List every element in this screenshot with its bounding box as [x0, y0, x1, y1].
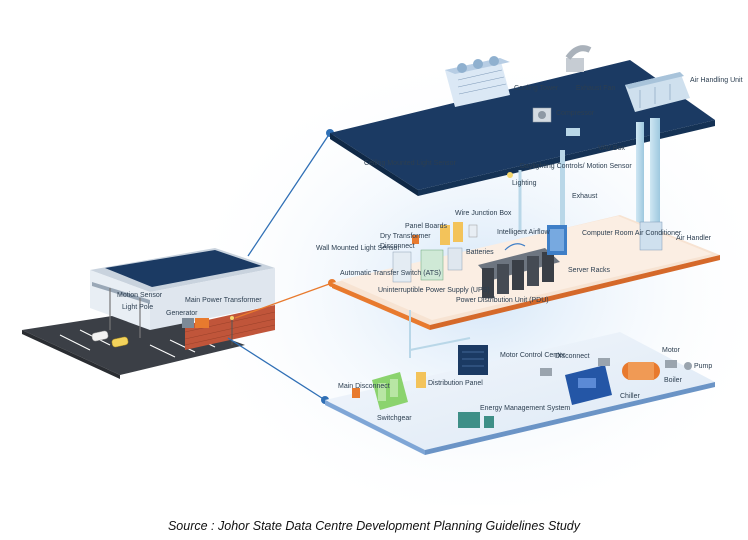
- middle-level: Ceiling Mounted Light Sensor Daylighting…: [316, 145, 720, 330]
- distribution-panel-icon: [416, 372, 426, 388]
- label-ceiling-light-sensor: Ceiling Mounted Light Sensor: [364, 160, 457, 167]
- exhaust-fan-icon: [565, 45, 592, 72]
- main-disconnect-icon: [352, 388, 360, 398]
- label-ems: Energy Management System: [480, 405, 570, 412]
- light-pole-icon: [230, 316, 234, 320]
- label-switchgear: Switchgear: [377, 415, 412, 422]
- ups-cabinet-icon: [392, 249, 444, 283]
- label-main-power-transformer: Main Power Transformer: [185, 297, 262, 304]
- transformer-icon: [182, 318, 194, 328]
- motor-icon: [598, 358, 610, 366]
- server-racks-icon: [478, 248, 560, 298]
- airflow-arrow-icon: [504, 243, 526, 251]
- label-motor: Motor: [662, 347, 681, 354]
- roof-deck: [330, 60, 715, 190]
- label-cooling-tower: Cooling Tower: [514, 85, 559, 92]
- label-disconnect-bottom: Disconnect: [555, 353, 590, 360]
- label-motor-control-center: Motor Control Center: [500, 352, 566, 359]
- car-icon: [111, 336, 129, 348]
- label-daylighting: Daylighting Controls/ Motion Sensor: [520, 163, 632, 170]
- label-vav-box: VAV Box: [598, 145, 625, 152]
- label-wall-light-sensor: Wall Mounted Light Sensor: [316, 245, 400, 252]
- label-pump: Pump: [694, 363, 712, 370]
- boiler-icon: [622, 362, 660, 380]
- label-ups: Uninterruptible Power Supply (UPS): [378, 287, 490, 294]
- label-boiler: Boiler: [664, 377, 683, 384]
- wire-junction-box-icon: [468, 224, 478, 238]
- compressor-icon: [532, 107, 552, 123]
- batteries-icon: [447, 247, 463, 271]
- switchgear-icon: [372, 372, 408, 410]
- label-batteries: Batteries: [466, 249, 494, 256]
- label-air-handler: Air Handler: [676, 235, 712, 242]
- air-handler-icon: [639, 221, 663, 251]
- source-caption: Source : Johor State Data Centre Develop…: [167, 519, 581, 533]
- label-wire-junction-box: Wire Junction Box: [455, 210, 512, 217]
- bottom-floor: [325, 332, 715, 450]
- ducts: [507, 118, 660, 235]
- label-ats: Automatic Transfer Switch (ATS): [340, 270, 441, 277]
- data-centre-diagram: Motion Sensor Light Pole Main Power Tran…: [22, 45, 748, 530]
- label-compressor: Compressor: [556, 110, 595, 117]
- label-pdu: Power Distribution Unit (PDU): [456, 297, 549, 304]
- motor-control-center-icon: [458, 345, 488, 375]
- building-overview: Motion Sensor Light Pole Main Power Tran…: [22, 248, 276, 379]
- label-distribution-panel: Distribution Panel: [428, 380, 483, 387]
- chiller-icon: [565, 365, 612, 405]
- label-main-disconnect: Main Disconnect: [338, 383, 390, 390]
- label-dry-transformer: Dry Transformer: [380, 233, 431, 240]
- pump-icon: [684, 362, 692, 370]
- lighting-icon: [507, 172, 513, 178]
- label-motion-sensor: Motion Sensor: [117, 292, 163, 299]
- label-disconnect-middle: Disconnect: [380, 243, 415, 250]
- cooling-tower-icon: [445, 56, 510, 107]
- label-exhaust-fan: Exhaust Fan: [576, 85, 615, 92]
- label-lighting: Lighting: [512, 180, 537, 187]
- motor-icon: [665, 360, 677, 368]
- car-icon: [91, 330, 109, 342]
- label-air-handling-unit: Air Handling Unit: [690, 77, 743, 84]
- building-roof: [105, 250, 262, 287]
- vav-box-icon: [566, 128, 580, 136]
- label-server-racks: Server Racks: [568, 267, 611, 274]
- label-panel-boards: Panel Boards: [405, 223, 448, 230]
- crac-icon: [547, 225, 567, 255]
- label-generator: Generator: [166, 310, 198, 317]
- label-crac: Computer Room Air Conditioner: [582, 230, 682, 237]
- label-chiller: Chiller: [620, 393, 641, 400]
- generator-icon: [195, 318, 209, 328]
- brick-wall: [185, 305, 275, 350]
- disconnect-icon: [540, 368, 552, 376]
- label-intelligent-airflow: Intelligent Airflow: [497, 229, 550, 236]
- bottom-level: Motor Control Center Disconnect Motor Pu…: [325, 332, 715, 455]
- panel-board-icon: [440, 225, 450, 245]
- panel-board-icon: [453, 222, 463, 242]
- disconnect-icon: [412, 235, 419, 244]
- energy-management-system-icon: [458, 412, 494, 428]
- label-exhaust: Exhaust: [572, 193, 597, 200]
- label-light-pole: Light Pole: [122, 304, 153, 311]
- air-handling-unit-icon: [625, 72, 690, 112]
